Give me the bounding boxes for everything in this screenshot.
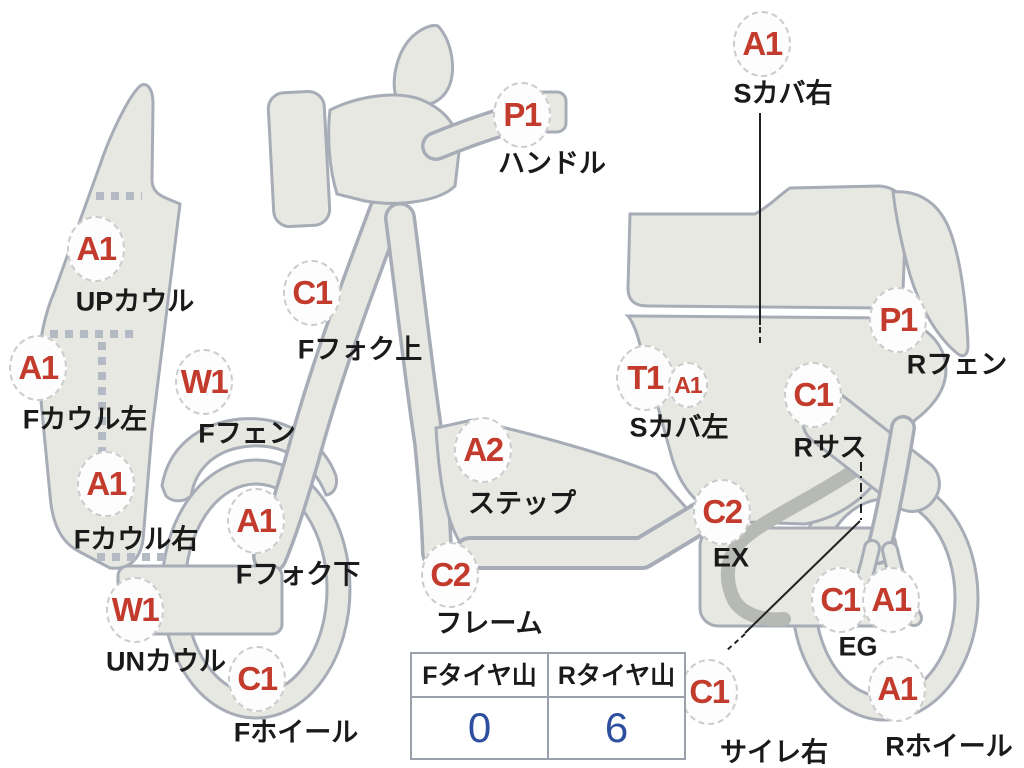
marker-badge-c1: C1	[283, 260, 341, 326]
tire-tread-table: Fタイヤ山 Rタイヤ山 0 6	[410, 652, 686, 760]
part-label: サイレ右	[720, 737, 828, 768]
rear-suspension-shape	[868, 418, 913, 562]
part-label: Fフォク下	[235, 559, 361, 590]
marker-badge-c1: C1	[784, 362, 842, 428]
part-label: Fフォク上	[297, 334, 423, 365]
marker-badge-c2: C2	[421, 542, 479, 608]
part-label: フレーム	[435, 608, 543, 639]
part-label: ステップ	[468, 488, 576, 519]
marker-badge-p1: P1	[493, 82, 551, 148]
part-label: Fカウル右	[73, 524, 199, 555]
part-label: Fホイール	[233, 717, 359, 748]
front-tire-header: Fタイヤ山	[412, 654, 549, 698]
part-label: Fフェン	[198, 418, 296, 449]
tire-table-header-row: Fタイヤ山 Rタイヤ山	[412, 654, 684, 698]
front-tire-tread-value: 0	[412, 698, 549, 758]
part-label: Sカバ右	[733, 78, 833, 109]
tire-table-value-row: 0 6	[412, 698, 684, 758]
marker-badge-w1: W1	[106, 577, 164, 643]
marker-badge-a1: A1	[67, 216, 125, 282]
part-label: ハンドル	[498, 148, 606, 179]
marker-badge-a1: A1	[862, 567, 920, 633]
marker-badge-t1: T1	[616, 345, 674, 411]
front-cowl-shape	[37, 82, 182, 570]
exhaust-pipe-shape	[720, 465, 859, 627]
part-label: Fカウル左	[22, 404, 148, 435]
part-label: EG	[838, 631, 878, 662]
part-label: Rフェン	[906, 349, 1008, 380]
marker-badge-a2: A2	[454, 417, 512, 483]
marker-badge-w1: W1	[175, 349, 233, 415]
part-label: Rサス	[793, 432, 867, 463]
rear-tire-tread-value: 6	[604, 704, 629, 751]
marker-badge-a1: A1	[733, 11, 791, 77]
marker-badge-a1: A1	[668, 362, 708, 408]
rear-tire-header: Rタイヤ山	[549, 654, 684, 698]
marker-badge-p1: P1	[869, 287, 927, 353]
marker-badge-a1: A1	[77, 451, 135, 517]
part-label: Rホイール	[885, 731, 1013, 762]
part-label: UPカウル	[75, 286, 195, 317]
marker-badge-a1: A1	[9, 335, 67, 401]
part-label: EX	[712, 542, 750, 573]
marker-badge-a1: A1	[868, 656, 926, 722]
part-label: Sカバ左	[629, 412, 729, 443]
marker-badge-c2: C2	[693, 479, 751, 545]
frame-downtube-shape	[387, 205, 450, 566]
rear-fender-shape	[891, 190, 970, 358]
headlight-shape	[327, 93, 461, 205]
leader-lines	[725, 113, 862, 652]
marker-badge-c1: C1	[680, 659, 738, 725]
marker-badge-c1: C1	[228, 646, 286, 712]
marker-badge-a1: A1	[227, 488, 285, 554]
marker-badge-c1: C1	[811, 567, 869, 633]
part-label: UNカウル	[106, 646, 226, 677]
leader-silencer	[744, 520, 861, 634]
cowl-panel-dividers	[50, 192, 170, 561]
